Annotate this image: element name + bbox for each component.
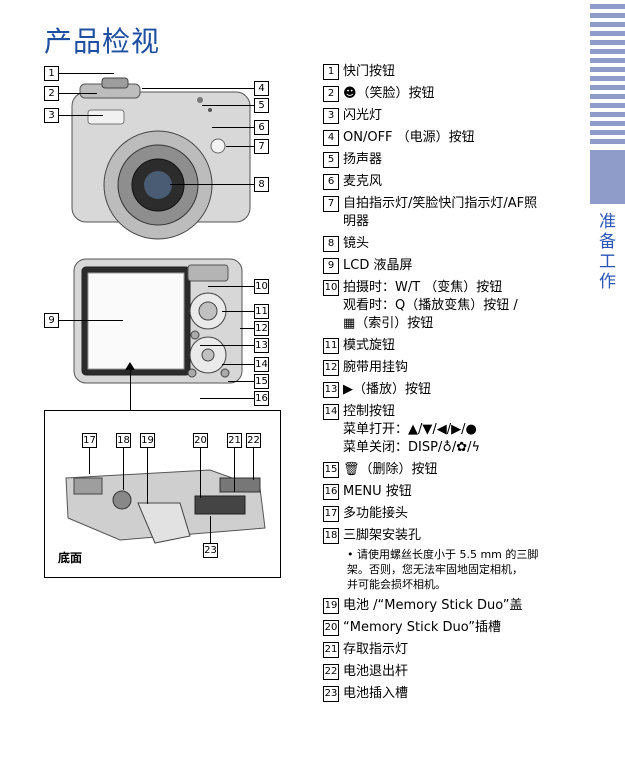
leader-line [228,381,254,382]
callout-9: 9 [44,313,59,328]
leader-line [200,448,201,498]
leader-line [59,320,123,321]
callout-8: 8 [254,177,269,192]
leader-line [89,448,90,474]
leader-line [59,115,103,116]
callout-21: 21 [227,433,242,448]
callout-5: 5 [254,98,269,113]
camera-front-illustration [71,77,251,240]
callout-10: 10 [254,279,269,294]
bottom-view-frame [44,410,281,578]
list-item: 13▶（播放）按钮 [323,382,431,398]
leader-line [222,311,254,312]
leader-line [234,448,235,492]
camera-back-illustration [73,258,243,384]
leader-line [208,286,254,287]
leader-line [253,448,254,480]
callout-4: 4 [254,81,269,96]
leader-line [212,127,254,128]
section-sidebar [590,0,625,771]
callout-19: 19 [140,433,155,448]
callout-11: 11 [254,304,269,319]
callout-3: 3 [44,108,59,123]
callout-15: 15 [254,374,269,389]
leader-line [123,448,124,490]
list-item: 20“Memory Stick Duo”插槽 [323,620,501,636]
callout-14: 14 [254,357,269,372]
leader-line [226,146,254,147]
callout-6: 6 [254,120,269,135]
leader-line [240,328,254,329]
page-title: 产品检视 [44,25,161,58]
leader-line [200,398,254,399]
callout-1: 1 [44,66,59,81]
leader-line [210,516,211,543]
leader-line [222,364,254,365]
sidebar-tab-block [590,150,625,204]
callout-7: 7 [254,139,269,154]
callout-2: 2 [44,86,59,101]
list-item: 2☻（笑脸）按钮 [323,85,585,103]
callout-17: 17 [82,433,97,448]
leader-line [147,448,148,504]
callout-13: 13 [254,338,269,353]
leader-line [59,73,114,74]
section-tab-label: 准备工作 [595,212,615,292]
leader-line [59,93,97,94]
callout-18: 18 [116,433,131,448]
leader-line [202,105,254,106]
callout-20: 20 [193,433,208,448]
leader-line [142,88,254,89]
bottom-view-label: 底面 [58,551,83,565]
tripod-note: • 请使用螺丝长度小于 5.5 mm 的三脚 架。否则，您无法牢固地固定相机， … [347,548,539,591]
callout-23: 23 [203,543,218,558]
leader-line [200,345,254,346]
list-item: 15🗑（删除）按钮 [323,462,438,478]
camera-bottom-illustration [65,469,266,544]
callout-22: 22 [246,433,261,448]
view-arrow-line [130,366,131,410]
up-arrow-icon [125,362,135,370]
callout-12: 12 [254,321,269,336]
callout-16: 16 [254,391,269,406]
sidebar-stripes [590,4,625,148]
leader-line [170,184,254,185]
